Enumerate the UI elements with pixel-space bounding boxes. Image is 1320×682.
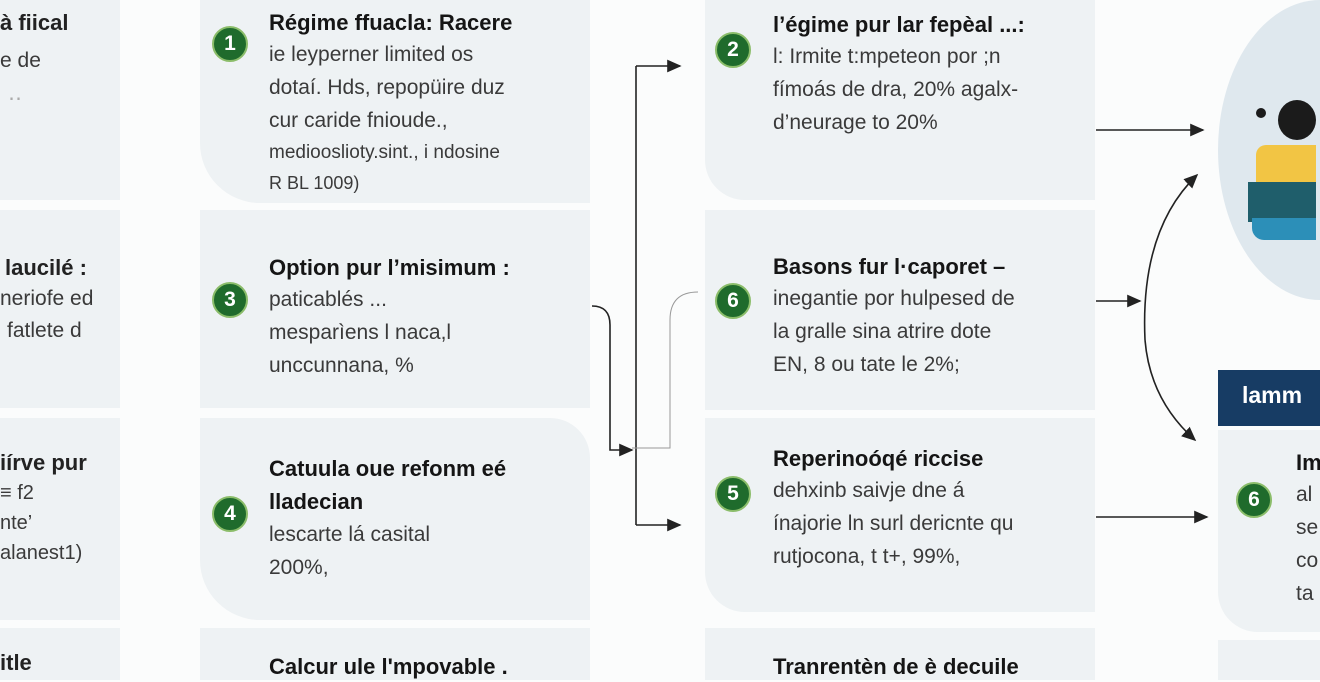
left-line: neriofe ed	[0, 287, 94, 310]
step-line: rutjocona, t t+, 99%,	[773, 545, 961, 568]
step-card-1: 1 Régime ffuacla: Racere ie leyperner li…	[200, 0, 590, 203]
step-line: cur caride fnioude.,	[269, 109, 448, 132]
section-banner: lamm	[1218, 370, 1320, 426]
person-illustration	[1248, 100, 1318, 240]
left-title-2: laucilé :	[5, 255, 87, 280]
step-title: Basons fur l·caporet –	[773, 254, 1006, 279]
step-title: Im	[1296, 450, 1320, 475]
far-right-card-bottom	[1218, 640, 1320, 680]
step-card-6: 6 Basons fur l·caporet – inegantie por h…	[705, 210, 1095, 410]
left-card-2	[0, 210, 120, 408]
step-line: al	[1296, 483, 1313, 506]
left-line: alanest1)	[0, 542, 83, 564]
step-title: Calcur ule l'mpovable .	[269, 654, 508, 679]
step-badge: 1	[212, 26, 248, 62]
step-line: R BL 1009)	[269, 173, 360, 193]
step-title: Option pur l’misimum :	[269, 255, 510, 280]
step-badge: 5	[715, 476, 751, 512]
step-line: la gralle sina atrire dote	[773, 320, 992, 343]
step-line: 200%,	[269, 556, 329, 579]
left-line: fatlete d	[7, 319, 82, 342]
step-line: unccunnana, %	[269, 354, 414, 377]
left-card-4	[0, 628, 120, 680]
step-line: co	[1296, 549, 1319, 572]
step-badge: 4	[212, 496, 248, 532]
left-card-3	[0, 418, 120, 620]
step-badge: 6	[1236, 482, 1272, 518]
step-line: ie leyperner limited os	[269, 43, 474, 66]
step-line: paticablés ...	[269, 288, 387, 311]
left-title-3: iírve pur	[0, 450, 87, 475]
step-card-4: 4 Catuula oue refonm eé lladecian lescar…	[200, 418, 590, 620]
step-line: inegantie por hulpesed de	[773, 287, 1015, 310]
step-title: Régime ffuacla: Racere	[269, 10, 513, 35]
step-title: Catuula oue refonm eé lladecian	[269, 456, 507, 514]
arrow	[591, 305, 634, 457]
step-badge: 2	[715, 32, 751, 68]
step-line: EN, 8 ou tate le 2%;	[773, 353, 960, 376]
left-line: ≡ f2	[0, 482, 34, 504]
left-card-1	[0, 0, 120, 200]
step-title: Reperinoóqé riccise	[773, 446, 984, 471]
step-card-5: 5 Reperinoóqé riccise dehxinb saivje dne…	[705, 418, 1095, 612]
step-line: dehxinb saivje dne á	[773, 479, 965, 502]
step-line: l: Irmite t:mpeteon por ;n	[773, 45, 1001, 68]
step-card-3: 3 Option pur l’misimum : paticablés ... …	[200, 210, 590, 408]
step-badge: 3	[212, 282, 248, 318]
step-line: ta	[1296, 582, 1314, 605]
step-card-bottom-right: Tranrentèn de è decuile	[705, 628, 1095, 680]
step-line: d’neurage to 20%	[773, 111, 938, 134]
step-line: lescarte lá casital	[269, 523, 431, 546]
left-line: nte’	[0, 512, 33, 534]
step-line: fímoás de dra, 20% agalx-	[773, 78, 1019, 101]
step-line: se	[1296, 516, 1319, 539]
step-line: dotaí. Hds, repopüire duz	[269, 76, 505, 99]
step-line: mediooslioty.sint., i ndosine	[269, 142, 500, 163]
left-line: e de	[0, 49, 41, 72]
arrow	[1144, 339, 1197, 442]
arrow	[1143, 173, 1199, 341]
step-card-2: 2 l’égime pur lar fepèal ...: l: Irmite …	[705, 0, 1095, 200]
far-right-card: 6 Im al se co ta	[1218, 430, 1320, 632]
step-title: Tranrentèn de è decuile	[773, 654, 1019, 679]
arrow	[632, 291, 699, 449]
left-title-1: à fiical	[0, 10, 69, 35]
step-title: l’égime pur lar fepèal ...:	[773, 12, 1025, 37]
left-title-4: itle	[0, 650, 32, 675]
left-line: ․․	[8, 82, 23, 105]
step-badge: 6	[715, 283, 751, 319]
step-card-bottom-middle: Calcur ule l'mpovable .	[200, 628, 590, 680]
step-line: mesparìens l naca,l	[269, 321, 452, 344]
step-line: ínajorie ln surl dericnte qu	[773, 512, 1014, 535]
